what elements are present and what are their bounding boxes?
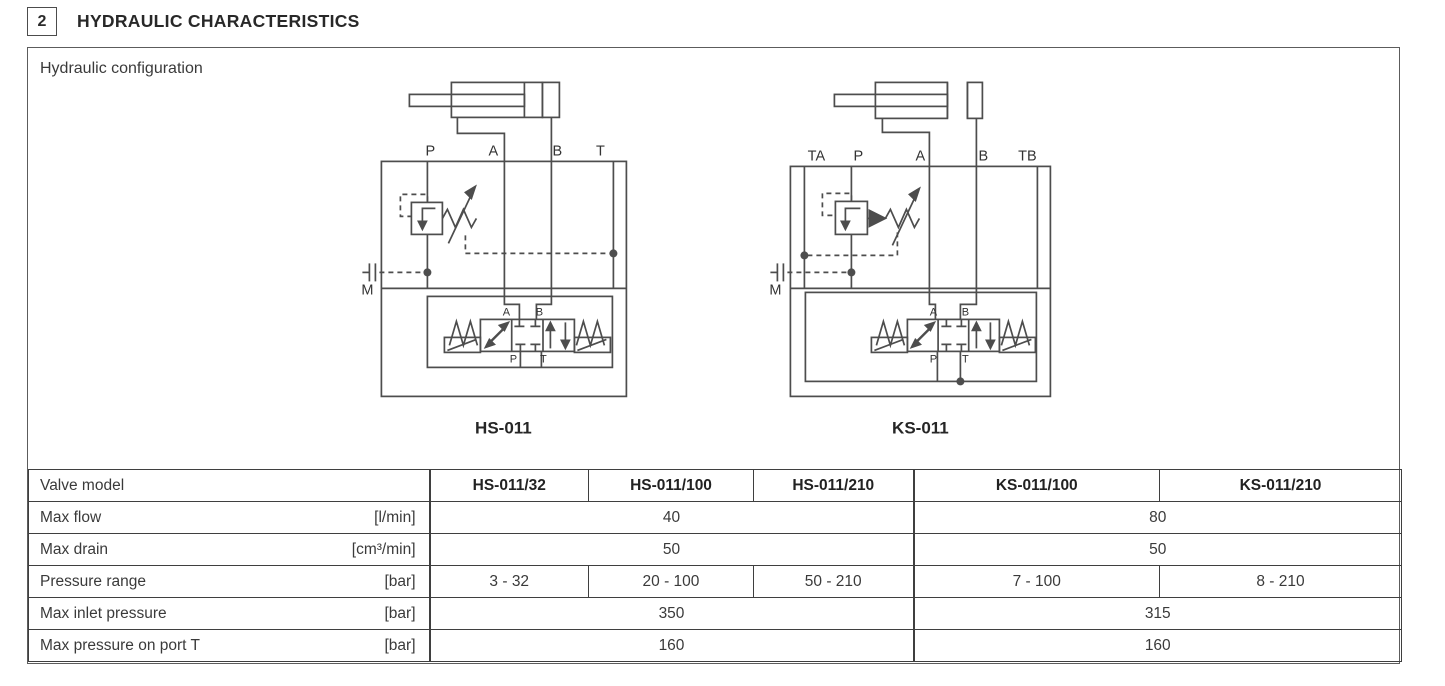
row-label: Max pressure on port T	[40, 636, 200, 654]
ks-inner-box	[804, 291, 1038, 383]
hs-port-label-b: B	[553, 143, 563, 159]
pressure-range-value: 7 - 100	[912, 565, 1160, 598]
ks-junction-dot-t	[956, 377, 965, 386]
col-header-ks-011-210: KS-011/210	[1159, 469, 1402, 502]
max-pressure-port-t-hs-value: 160	[428, 629, 914, 662]
hs-cylinder-icon	[408, 81, 561, 119]
row-label-cell: Pressure range [bar]	[28, 565, 430, 598]
ks-port-label-p: P	[854, 148, 864, 164]
ks-port-label-a: A	[916, 148, 926, 164]
hs-caption: HS-011	[475, 418, 532, 437]
table-row-max-drain: Max drain [cm³/min] 50 50	[28, 533, 1402, 566]
hs-port-label-t: T	[596, 143, 605, 159]
hs-port-lines	[381, 117, 627, 320]
row-unit: [bar]	[384, 636, 416, 654]
hs-junction-dot-m	[423, 268, 432, 277]
max-drain-ks-value: 50	[912, 533, 1402, 566]
max-inlet-pressure-ks-value: 315	[912, 597, 1402, 630]
hs-relief-valve-icon	[399, 184, 618, 258]
row-unit: [bar]	[384, 604, 416, 622]
hs-valve-label-t: T	[540, 353, 547, 365]
col-header-hs-011-32: HS-011/32	[428, 469, 589, 502]
ks-valve-label-a: A	[930, 306, 938, 318]
row-label: Max flow	[40, 508, 102, 526]
col-header-hs-011-100: HS-011/100	[588, 469, 754, 502]
max-drain-hs-value: 50	[428, 533, 914, 566]
pressure-range-value: 20 - 100	[588, 565, 754, 598]
ks-port-label-ta: TA	[808, 148, 826, 164]
pressure-range-value: 3 - 32	[428, 565, 589, 598]
hs-011-diagram	[362, 81, 628, 398]
ks-relief-valve-icon	[800, 186, 921, 260]
hs-port-label-p: P	[426, 143, 436, 159]
row-label: Pressure range	[40, 572, 146, 590]
row-label-cell: Max drain [cm³/min]	[28, 533, 430, 566]
table-row-max-inlet-pressure: Max inlet pressure [bar] 350 315	[28, 597, 1402, 630]
hydraulic-diagrams: P A B T M A B P T HS-011 TA P A B TB M A…	[361, 81, 1052, 437]
col-header-ks-011-100: KS-011/100	[912, 469, 1160, 502]
table-row-max-flow: Max flow [l/min] 40 80	[28, 501, 1402, 534]
ks-port-lines	[790, 118, 1051, 320]
ks-caption: KS-011	[892, 418, 949, 437]
ks-port-label-tb: TB	[1018, 148, 1037, 164]
spec-table: Valve model HS-011/32 HS-011/100 HS-011/…	[28, 469, 1402, 662]
row-label: Max drain	[40, 540, 109, 558]
section-number-box: 2	[27, 7, 57, 36]
ks-cylinder-icon	[833, 81, 984, 120]
ks-directional-valve-icon	[870, 318, 1037, 386]
ks-valve-label-t: T	[962, 353, 969, 365]
ks-junction-dot-m	[847, 268, 856, 277]
row-label-cell: Max pressure on port T [bar]	[28, 629, 430, 662]
max-inlet-pressure-hs-value: 350	[428, 597, 914, 630]
ks-port-label-b: B	[979, 148, 989, 164]
panel-subtitle: Hydraulic configuration	[40, 60, 203, 77]
max-flow-ks-value: 80	[912, 501, 1402, 534]
max-pressure-port-t-ks-value: 160	[912, 629, 1402, 662]
row-unit: [bar]	[384, 572, 416, 590]
hs-valve-label-a: A	[503, 306, 511, 318]
hs-junction-dot-t	[609, 249, 618, 258]
ks-gauge-port-icon	[770, 263, 856, 282]
row-label: Max inlet pressure	[40, 604, 167, 622]
valve-model-label: Valve model	[40, 476, 125, 494]
hs-gauge-port-icon	[362, 263, 432, 282]
table-row-pressure-range: Pressure range [bar] 3 - 32 20 - 100 50 …	[28, 565, 1402, 598]
pressure-range-value: 8 - 210	[1159, 565, 1402, 598]
hs-directional-valve-icon	[443, 318, 612, 368]
section-number: 2	[37, 12, 47, 30]
ks-valve-label-p: P	[930, 353, 937, 365]
row-label-cell: Max inlet pressure [bar]	[28, 597, 430, 630]
col-header-valve-model: Valve model	[28, 469, 430, 502]
ks-junction-dot-ta	[800, 251, 809, 260]
ks-011-diagram	[770, 81, 1052, 398]
row-label-cell: Max flow [l/min]	[28, 501, 430, 534]
hydraulic-characteristics-panel: Hydraulic configuration	[27, 47, 1402, 664]
ks-port-label-m: M	[769, 282, 781, 298]
hs-valve-label-b: B	[536, 306, 543, 318]
hs-port-label-m: M	[361, 282, 373, 298]
ks-valve-label-b: B	[962, 306, 969, 318]
hs-valve-label-p: P	[510, 353, 517, 365]
ks-valve-block	[789, 165, 1052, 398]
col-header-hs-011-210: HS-011/210	[753, 469, 914, 502]
table-row-max-pressure-port-t: Max pressure on port T [bar] 160 160	[28, 629, 1402, 662]
row-unit: [cm³/min]	[351, 540, 416, 558]
pressure-range-value: 50 - 210	[753, 565, 914, 598]
page-title: HYDRAULIC CHARACTERISTICS	[77, 11, 360, 31]
max-flow-hs-value: 40	[428, 501, 914, 534]
table-header-row: Valve model HS-011/32 HS-011/100 HS-011/…	[28, 469, 1402, 502]
row-unit: [l/min]	[374, 508, 416, 526]
section-header: 2 HYDRAULIC CHARACTERISTICS	[27, 7, 360, 36]
hs-port-label-a: A	[489, 143, 499, 159]
